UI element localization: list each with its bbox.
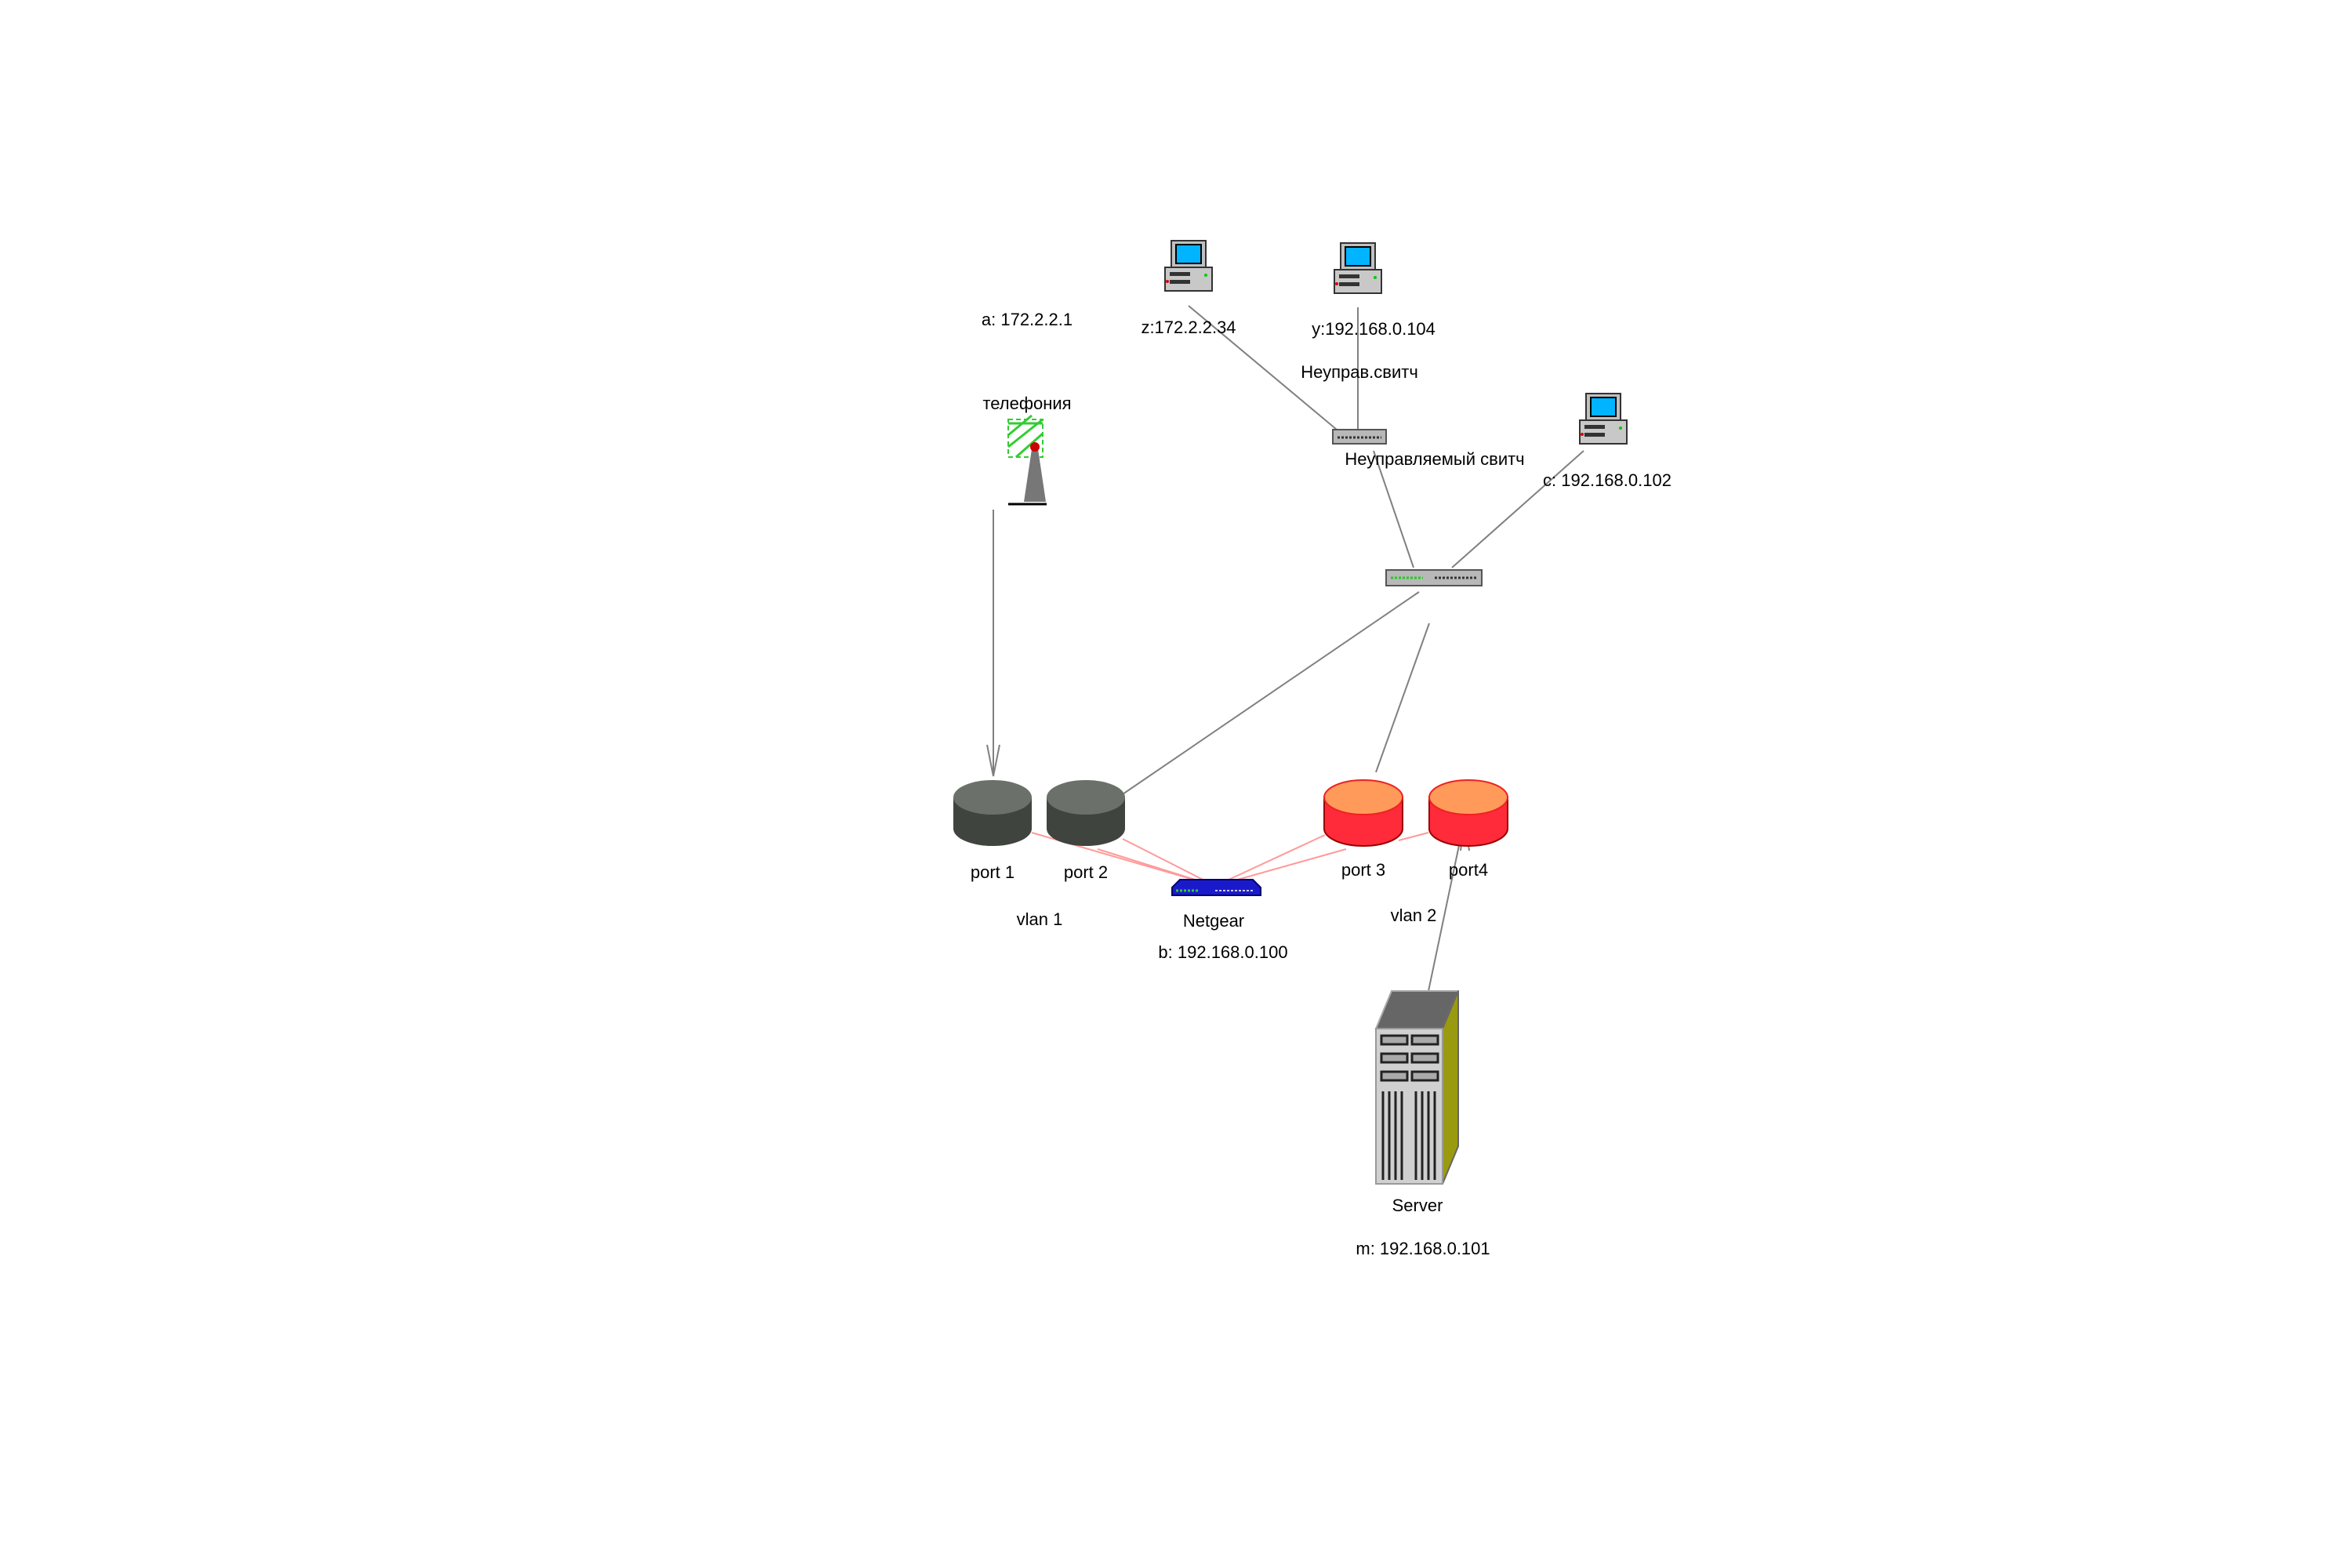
netgear-address: b: 192.168.0.100 (1158, 942, 1287, 962)
pc-z[interactable]: z:172.2.2.34 (1141, 240, 1236, 337)
port-1[interactable]: port 1 (953, 780, 1032, 882)
port-1-label: port 1 (971, 862, 1014, 882)
telephony-address: a: 172.2.2.1 (982, 310, 1073, 329)
port-4-label: port4 (1449, 860, 1488, 880)
server-label: Server (1392, 1196, 1443, 1215)
link-small-switch-big-switch (1373, 450, 1414, 568)
netgear-label: Netgear (1183, 911, 1244, 931)
port-3-label: port 3 (1341, 860, 1385, 880)
server-address: m: 192.168.0.101 (1356, 1239, 1490, 1258)
port-2-label: port 2 (1064, 862, 1108, 882)
desktop-computer-icon (1164, 240, 1213, 292)
small-switch-label: Неуправ.свитч (1301, 362, 1418, 382)
port-3[interactable]: port 3 (1323, 779, 1403, 880)
desktop-computer-icon (1579, 393, 1628, 445)
server-node[interactable]: Server m: 192.168.0.101 (1356, 990, 1490, 1258)
pc-c[interactable]: c: 192.168.0.102 (1543, 393, 1671, 490)
pc-c-label: c: 192.168.0.102 (1543, 470, 1671, 490)
arrow-head-port1 (986, 744, 1000, 777)
switch-icon (1385, 569, 1483, 586)
pc-y-label: y:192.168.0.104 (1312, 319, 1436, 339)
vlan-1-label: vlan 1 (1017, 909, 1063, 929)
link-pc-c-big-switch (1451, 450, 1584, 568)
vlan-2-label: vlan 2 (1391, 906, 1437, 925)
pc-y[interactable]: y:192.168.0.104 (1312, 242, 1436, 339)
link-big-switch-port2 (1122, 591, 1420, 795)
port-2[interactable]: port 2 (1047, 780, 1125, 882)
link-pc-z-small-switch (1188, 305, 1338, 430)
small-switch[interactable]: Неуправ.свитч (1301, 362, 1418, 445)
port-4[interactable]: port4 (1428, 779, 1508, 880)
desktop-computer-icon (1334, 242, 1382, 294)
netgear-router[interactable]: Netgear b: 192.168.0.100 (1158, 879, 1288, 962)
big-switch[interactable]: Неуправляемый свитч (1345, 449, 1525, 586)
link-big-switch-port3 (1375, 622, 1430, 773)
satellite-dish-icon (1007, 414, 1047, 506)
router-icon (1171, 879, 1261, 896)
telephony-label: телефония (982, 394, 1071, 413)
server-icon (1374, 990, 1460, 1185)
link-port4-server (1428, 818, 1465, 992)
switch-icon (1332, 429, 1387, 445)
pc-z-label: z:172.2.2.34 (1141, 318, 1236, 337)
big-switch-label: Неуправляемый свитч (1345, 449, 1524, 469)
telephony-node[interactable]: a: 172.2.2.1 телефония (982, 310, 1073, 506)
links (986, 305, 1584, 992)
